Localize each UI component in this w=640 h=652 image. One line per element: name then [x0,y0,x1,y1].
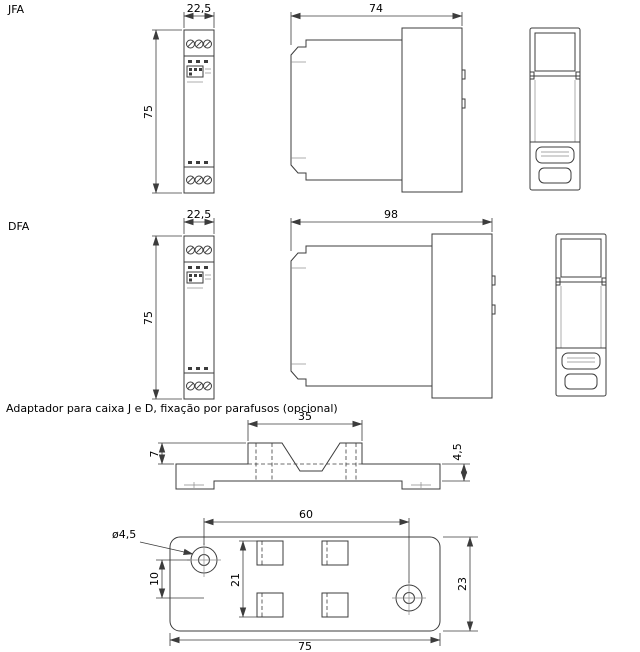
adapter-thickness-dimension: 4,5 [442,443,470,482]
adapter-profile-view [175,442,441,490]
adapter-thickness-value: 4,5 [451,443,464,461]
dfa-end-view [555,233,607,397]
din-clip-upper [535,146,575,164]
adapter-slots [256,540,349,618]
din-clip-lug [491,275,496,286]
adapter-slot-span-value: 21 [229,573,242,587]
mounting-hole-top-left [187,543,221,577]
adapter-tab-span-dimension: 35 [247,410,363,441]
jfa-width-dimension: 22,5 [183,2,215,28]
din-clip-lug [491,304,496,315]
adapter-tab-height-value: 7 [148,451,161,458]
dfa-front-view [183,235,215,400]
adapter-tab-span-value: 35 [298,410,312,423]
adapter-caption: Adaptador para caixa J e D, fixação por … [6,402,338,415]
jfa-front-view [183,29,215,194]
dfa-width-value: 22,5 [187,208,212,221]
adapter-plate-depth-dimension: 23 [443,536,478,632]
module-outline [183,29,215,194]
din-clip-lug [461,98,466,109]
jfa-end-view [529,27,581,191]
bottom-terminal-markings [188,161,208,164]
adapter-top-view [169,536,441,632]
adapter-hole-offset-value: 10 [148,572,161,586]
left-foot-detail [184,482,204,488]
jfa-height-dimension: 75 [142,29,182,194]
dfa-side-view [290,233,496,399]
terminal-markings [188,60,208,63]
jfa-depth-dimension: 74 [290,2,463,45]
dfa-section-label: DFA [8,220,30,233]
dfa-height-dimension: 75 [142,235,182,400]
jfa-depth-value: 74 [369,2,383,15]
front-label-block [186,65,211,83]
din-clip-lower [538,167,572,184]
adapter-plate-depth-value: 23 [456,577,469,591]
dfa-height-value: 75 [142,311,155,325]
jfa-width-value: 22,5 [187,2,212,15]
jfa-side-view [290,27,466,193]
adapter-hole-spacing-value: 60 [299,508,313,521]
adapter-hole-offset-dimension: 10 [148,559,204,599]
adapter-hole-spacing-dimension: 60 [203,508,410,583]
adapter-tab-height-dimension: 7 [148,442,246,465]
adapter-plate-width-value: 75 [298,640,312,652]
adapter-hole-diameter-callout: ø4,5 [112,528,194,556]
adapter-plate-width-dimension: 75 [169,633,441,652]
dfa-depth-dimension: 98 [290,208,493,251]
top-terminal-screws [186,39,212,49]
jfa-height-value: 75 [142,105,155,119]
adapter-hole-diameter-value: ø4,5 [112,528,136,541]
socket-window [534,32,576,72]
mounting-hole-bottom-right [392,581,426,615]
din-clip-lug [461,69,466,80]
right-foot-detail [411,482,431,488]
adapter-slot-span-dimension: 21 [229,540,257,618]
dfa-depth-value: 98 [384,208,398,221]
dfa-width-dimension: 22,5 [183,208,215,234]
adapter-plate-outline [169,536,441,632]
bottom-terminal-screws [186,175,212,185]
jfa-section-label: JFA [7,3,25,16]
